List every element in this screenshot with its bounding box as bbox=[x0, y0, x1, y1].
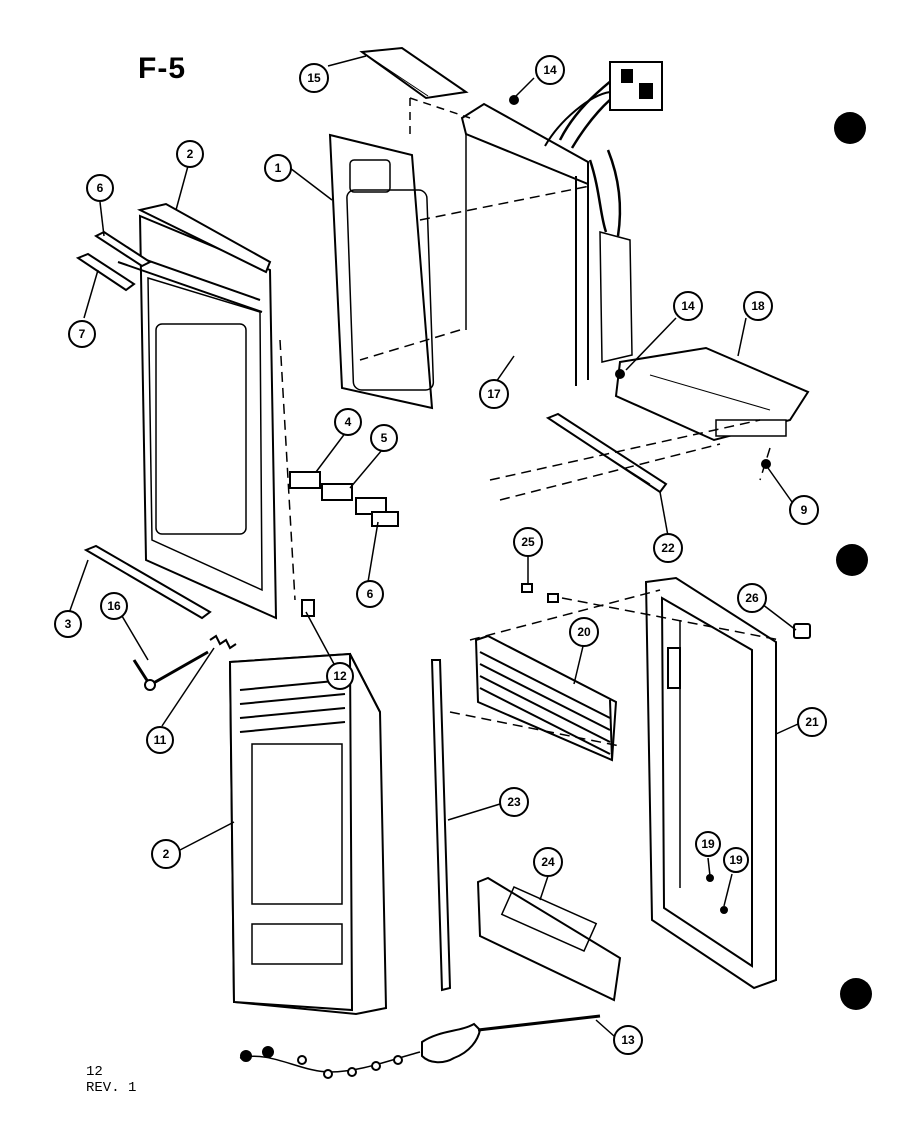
callout-24: 24 bbox=[541, 855, 555, 869]
callout-16: 16 bbox=[107, 599, 121, 613]
part-14-screw bbox=[509, 95, 625, 379]
binder-hole bbox=[834, 112, 866, 144]
part-21-outer-frame bbox=[644, 576, 777, 990]
part-25-screw bbox=[521, 583, 559, 603]
callout-2-lower: 2 bbox=[163, 847, 170, 861]
figure-title: F-5 bbox=[138, 52, 186, 85]
callout-4: 4 bbox=[345, 415, 352, 429]
part-23-rod bbox=[430, 659, 452, 992]
callout-19-right: 19 bbox=[729, 853, 743, 867]
part-1-liner-panel bbox=[328, 133, 435, 410]
callout-9: 9 bbox=[801, 503, 808, 517]
callout-22: 22 bbox=[661, 541, 675, 555]
part-11-spring bbox=[209, 634, 237, 650]
binder-hole bbox=[840, 978, 872, 1010]
revision-label: REV. 1 bbox=[86, 1080, 137, 1096]
part-16-hinge-pin bbox=[132, 650, 209, 691]
alignment-lines bbox=[279, 185, 781, 747]
callout-18: 18 bbox=[751, 299, 765, 313]
callout-7: 7 bbox=[79, 327, 86, 341]
part-22-slide-rail bbox=[545, 412, 668, 494]
callout-21: 21 bbox=[805, 715, 819, 729]
callout-12: 12 bbox=[333, 669, 347, 683]
part-15-strip bbox=[359, 46, 469, 100]
part-20-grille bbox=[474, 634, 618, 762]
part-13-tool bbox=[239, 1014, 601, 1079]
parts-4-5-6-clips bbox=[289, 471, 399, 527]
callout-17: 17 bbox=[487, 387, 501, 401]
part-2-door-front bbox=[228, 652, 388, 1016]
callout-6-lower: 6 bbox=[367, 587, 374, 601]
callout-3: 3 bbox=[65, 617, 72, 631]
part-18-tray bbox=[614, 346, 810, 442]
callout-5: 5 bbox=[381, 431, 388, 445]
part-26-knob bbox=[793, 623, 811, 639]
callout-14-mid: 14 bbox=[681, 299, 695, 313]
part-24-bottom-trim bbox=[476, 876, 622, 1002]
part-12-clip bbox=[301, 599, 315, 617]
callout-labels: 1 2 2 3 4 5 6 6 7 9 11 12 13 14 14 15 16… bbox=[65, 63, 819, 1047]
callout-14-top: 14 bbox=[543, 63, 557, 77]
callout-13: 13 bbox=[621, 1033, 635, 1047]
part-19-screw bbox=[706, 874, 728, 914]
callout-11: 11 bbox=[154, 733, 167, 747]
callout-6-upper: 6 bbox=[97, 181, 104, 195]
part-3-bottom-strip bbox=[83, 544, 212, 620]
part-7-strip bbox=[75, 252, 136, 292]
part-2-door-frame bbox=[117, 202, 278, 620]
callout-2-upper: 2 bbox=[187, 147, 194, 161]
callout-19-left: 19 bbox=[701, 837, 715, 851]
callout-26: 26 bbox=[745, 591, 759, 605]
part-8-strip bbox=[93, 230, 153, 268]
callout-15: 15 bbox=[307, 71, 321, 85]
callout-23: 23 bbox=[507, 795, 521, 809]
callout-1: 1 bbox=[275, 161, 282, 175]
callout-20: 20 bbox=[577, 625, 591, 639]
part-17-control-housing bbox=[409, 61, 663, 386]
part-9-screw bbox=[761, 459, 771, 469]
leader-lines bbox=[67, 55, 799, 1037]
callout-25: 25 bbox=[521, 535, 535, 549]
binder-hole bbox=[836, 544, 868, 576]
page-number: 12 bbox=[86, 1064, 103, 1080]
